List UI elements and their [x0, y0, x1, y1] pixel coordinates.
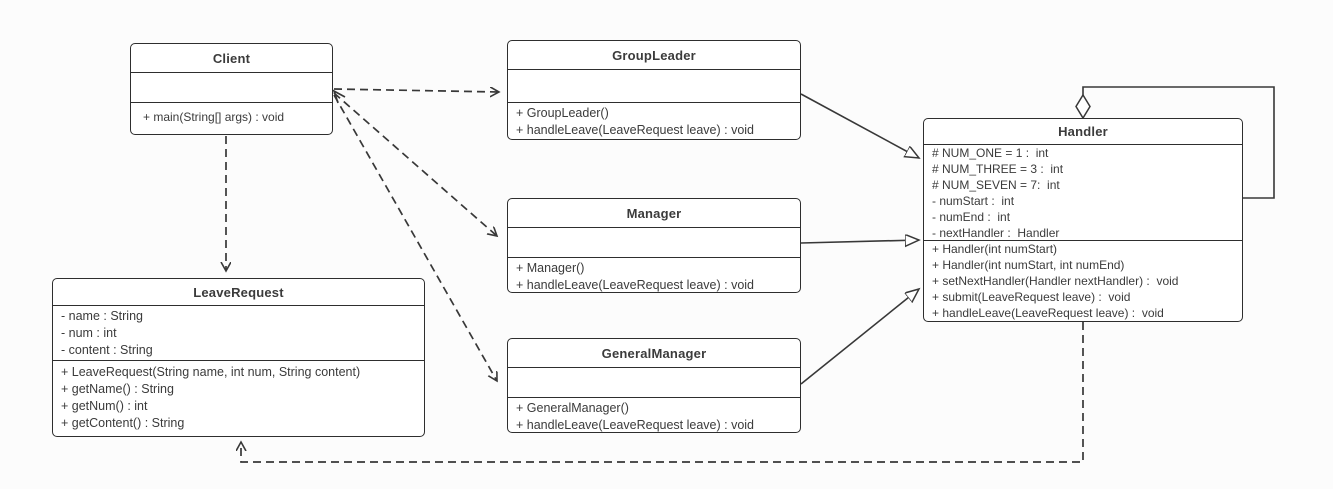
method: + submit(LeaveRequest leave) : void: [932, 290, 1131, 304]
dependency-client-generalmanager: [333, 94, 497, 381]
class-manager-methods: + Manager() + handleLeave(LeaveRequest l…: [508, 258, 800, 292]
class-groupleader-title: GroupLeader: [508, 41, 800, 70]
dependency-handler-leaverequest: [241, 322, 1084, 463]
method: + LeaveRequest(String name, int num, Str…: [61, 365, 361, 379]
method: + handleLeave(LeaveRequest leave) : void: [932, 306, 1164, 320]
class-handler: Handler # NUM_ONE = 1 : int # NUM_THREE …: [923, 118, 1243, 322]
class-handler-methods: + Handler(int numStart) + Handler(int nu…: [924, 241, 1242, 321]
attribute: - nextHandler : Handler: [932, 226, 1060, 240]
method: + getNum() : int: [61, 399, 148, 413]
generalization-groupleader-handler: [800, 93, 919, 158]
method: + GeneralManager(): [516, 401, 629, 415]
class-handler-attributes: # NUM_ONE = 1 : int # NUM_THREE = 3 : in…: [924, 145, 1242, 241]
attribute: # NUM_ONE = 1 : int: [932, 146, 1049, 160]
method: + handleLeave(LeaveRequest leave) : void: [516, 278, 755, 292]
aggregation-diamond-icon: [1075, 93, 1091, 120]
arrowhead-into-client: [332, 89, 346, 104]
generalization-manager-handler: [800, 240, 919, 243]
class-leaverequest-methods: + LeaveRequest(String name, int num, Str…: [53, 361, 424, 436]
class-generalmanager-methods: + GeneralManager() + handleLeave(LeaveRe…: [508, 398, 800, 432]
attribute: - content : String: [61, 343, 153, 357]
attribute: - numEnd : int: [932, 210, 1011, 224]
class-handler-title: Handler: [924, 119, 1242, 145]
method: + getName() : String: [61, 382, 174, 396]
dependency-client-manager: [333, 92, 497, 236]
class-leaverequest: LeaveRequest - name : String - num : int…: [52, 278, 425, 437]
class-groupleader-methods: + GroupLeader() + handleLeave(LeaveReque…: [508, 103, 800, 139]
method: + handleLeave(LeaveRequest leave) : void: [516, 418, 755, 432]
method: + Handler(int numStart): [932, 242, 1058, 256]
method: + handleLeave(LeaveRequest leave) : void: [516, 123, 755, 137]
class-groupleader-attributes: [508, 70, 800, 103]
class-generalmanager-attributes: [508, 368, 800, 398]
method: + Manager(): [516, 261, 585, 275]
method: + setNextHandler(Handler nextHandler) : …: [932, 274, 1179, 288]
attribute: # NUM_THREE = 3 : int: [932, 162, 1064, 176]
generalization-generalmanager-handler: [800, 289, 919, 385]
class-generalmanager: GeneralManager + GeneralManager() + hand…: [507, 338, 801, 433]
class-leaverequest-attributes: - name : String - num : int - content : …: [53, 306, 424, 361]
dependency-client-groupleader: [333, 89, 499, 92]
class-client-methods: + main(String[] args) : void: [131, 103, 332, 134]
class-manager-attributes: [508, 228, 800, 258]
class-client-title: Client: [131, 44, 332, 73]
class-manager-title: Manager: [508, 199, 800, 228]
attribute: - numStart : int: [932, 194, 1015, 208]
method: + main(String[] args) : void: [143, 110, 285, 124]
class-manager: Manager + Manager() + handleLeave(LeaveR…: [507, 198, 801, 293]
aggregation-handler-self-line: [1082, 86, 1275, 199]
class-client: Client + main(String[] args) : void: [130, 43, 333, 135]
attribute: - name : String: [61, 309, 143, 323]
method: + getContent() : String: [61, 416, 185, 430]
class-generalmanager-title: GeneralManager: [508, 339, 800, 368]
attribute: - num : int: [61, 326, 117, 340]
class-groupleader: GroupLeader + GroupLeader() + handleLeav…: [507, 40, 801, 140]
method: + GroupLeader(): [516, 106, 609, 120]
class-client-attributes: [131, 73, 332, 103]
method: + Handler(int numStart, int numEnd): [932, 258, 1125, 272]
class-leaverequest-title: LeaveRequest: [53, 279, 424, 306]
attribute: # NUM_SEVEN = 7: int: [932, 178, 1060, 192]
